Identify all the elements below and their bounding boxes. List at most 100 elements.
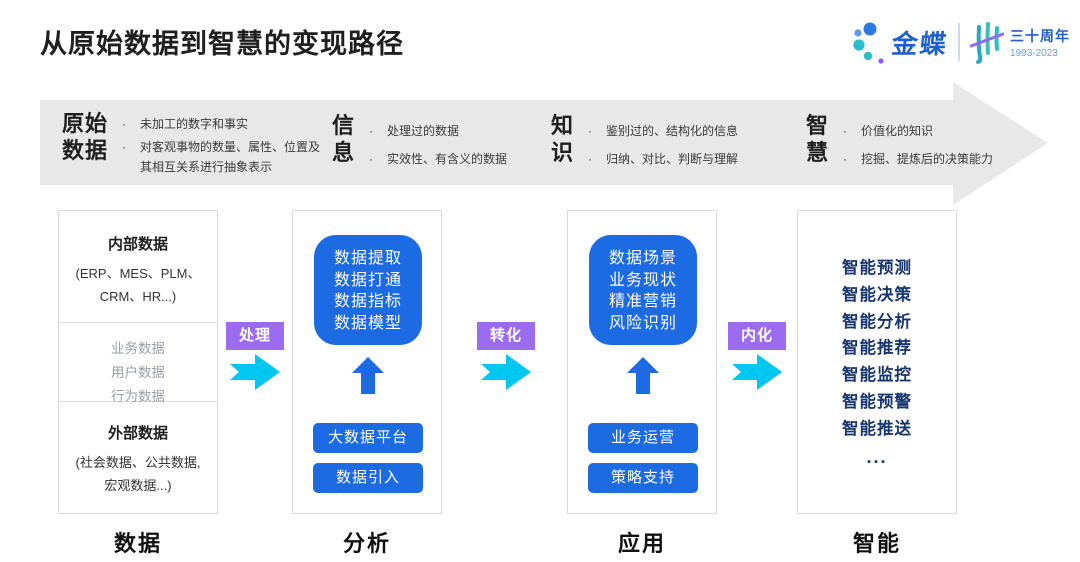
internal-data-line: CRM、HR...) (99, 289, 177, 304)
bullet-dot: · (122, 140, 127, 154)
application-column-box: 数据场景 业务现状 精准营销 风险识别 业务运营 策略支持 (567, 210, 717, 514)
right-arrow-icon (230, 354, 280, 390)
bullet-dot: · (588, 152, 593, 166)
stage-label-line2: 息 (332, 140, 356, 165)
stage-points: ·价值化的知识 ·挖掘、提炼后的决策能力 (843, 121, 1023, 172)
analysis-column-box: 数据提取 数据打通 数据指标 数据模型 大数据平台 数据引入 (292, 210, 442, 514)
stage-point: ·处理过的数据 (369, 121, 547, 141)
stage-point: ·未加工的数字和事实 (122, 114, 328, 134)
connector-label: 转化 (477, 322, 535, 350)
intelligence-item: 智能预警 (842, 392, 912, 411)
application-core-line: 数据场景 (608, 250, 677, 267)
analysis-core-line: 数据指标 (333, 293, 402, 310)
footer-label-intelligence: 智能 (852, 531, 901, 556)
application-core-line: 精准营销 (608, 293, 677, 310)
bullet-dot: · (369, 152, 374, 166)
connector-label: 内化 (728, 322, 786, 350)
stage-label-line1: 信 (332, 113, 356, 138)
analysis-core-line: 数据打通 (333, 271, 402, 289)
stage-label-line1: 知 (551, 113, 575, 138)
brand-name: 金蝶 (890, 28, 950, 59)
page-title: 从原始数据到智慧的变现路径 (40, 29, 404, 59)
stage-points: ·未加工的数字和事实 ·对客观事物的数量、属性、位置及其相互关系进行抽象表示 (122, 114, 328, 180)
intelligence-item: 智能分析 (842, 312, 912, 331)
application-core-line: 风险识别 (608, 314, 677, 332)
intelligence-item: 智能决策 (842, 285, 912, 304)
up-arrow-icon (352, 357, 384, 394)
intelligence-item: 智能预测 (842, 259, 912, 277)
banner-arrow-shape (40, 82, 1048, 205)
stage-point: ·鉴别过的、结构化的信息 (588, 121, 788, 141)
anniversary-years: 1993-2023 (1010, 47, 1058, 59)
kingdee-logo: 金蝶 三十周年 1993-2023 (850, 18, 1070, 66)
middle-data-item: 用户数据 (111, 365, 165, 380)
right-arrow-icon (481, 354, 531, 390)
external-data-line: (社会数据、公共数据, (75, 455, 201, 470)
stage-information: 信 息 ·处理过的数据 ·实效性、有含义的数据 (332, 112, 547, 172)
stage-point: ·价值化的知识 (843, 121, 1023, 141)
stage-label: 信 息 (332, 112, 355, 172)
analysis-core-box: 数据提取 数据打通 数据指标 数据模型 (314, 235, 422, 345)
internal-data-section: 内部数据 (ERP、MES、PLM、 CRM、HR...) (59, 211, 217, 323)
intelligence-list: 智能预测 智能决策 智能分析 智能推荐 智能监控 智能预警 智能推送 (798, 211, 956, 443)
bullet-dot: · (843, 152, 848, 166)
stage-point: ·归纳、对比、判断与理解 (588, 149, 788, 169)
stage-label-line2: 数据 (62, 138, 109, 163)
connector-transform: 转化 (477, 322, 535, 396)
stage-label: 知 识 (551, 112, 574, 172)
middle-data-item: 行为数据 (111, 389, 165, 404)
intelligence-column-box: 智能预测 智能决策 智能分析 智能推荐 智能监控 智能预警 智能推送 ... (797, 210, 957, 514)
bullet-dot: · (122, 117, 127, 131)
connector-label: 处理 (226, 322, 284, 350)
analysis-core-line: 数据提取 (333, 250, 402, 267)
intelligence-item: 智能监控 (842, 366, 912, 385)
data-import-label: 数据引入 (313, 463, 423, 493)
middle-data-item: 业务数据 (111, 341, 165, 356)
footer-label-analysis: 分析 (342, 531, 391, 556)
business-operation-label: 业务运营 (588, 423, 698, 453)
stage-label: 智 慧 (806, 112, 829, 172)
big-data-platform-label: 大数据平台 (313, 423, 423, 453)
bullet-dot: · (588, 124, 593, 138)
stage-label: 原始 数据 (62, 110, 108, 180)
strategy-support-label: 策略支持 (588, 463, 698, 493)
stage-wisdom: 智 慧 ·价值化的知识 ·挖掘、提炼后的决策能力 (806, 112, 1023, 172)
right-arrow-icon (732, 354, 782, 390)
anniversary-text: 三十周年 1993-2023 (1010, 26, 1070, 59)
stage-knowledge: 知 识 ·鉴别过的、结构化的信息 ·归纳、对比、判断与理解 (551, 112, 788, 172)
stage-point: ·对客观事物的数量、属性、位置及其相互关系进行抽象表示 (122, 137, 328, 177)
application-core-line: 业务现状 (608, 271, 677, 289)
analysis-core-line: 数据模型 (333, 314, 402, 332)
anniversary-label: 三十周年 (1010, 27, 1071, 44)
logo-divider (958, 23, 961, 61)
stage-label-line1: 智 (806, 113, 830, 138)
stage-points: ·鉴别过的、结构化的信息 ·归纳、对比、判断与理解 (588, 121, 788, 172)
connector-process: 处理 (226, 322, 284, 396)
stage-raw-data: 原始 数据 ·未加工的数字和事实 ·对客观事物的数量、属性、位置及其相互关系进行… (62, 110, 328, 180)
stage-points: ·处理过的数据 ·实效性、有含义的数据 (369, 121, 547, 172)
internal-data-line: (ERP、MES、PLM、 (75, 266, 201, 281)
connector-internalize: 内化 (728, 322, 786, 396)
intelligence-item: 智能推送 (842, 419, 912, 438)
footer-label-application: 应用 (617, 531, 666, 556)
kingdee-dots-icon (853, 22, 884, 64)
stage-label-line2: 识 (551, 140, 575, 165)
stage-label-line2: 慧 (806, 140, 830, 165)
bullet-dot: · (843, 124, 848, 138)
middle-data-section: 业务数据 用户数据 行为数据 (59, 323, 217, 404)
external-data-title: 外部数据 (107, 425, 168, 442)
stage-point: ·挖掘、提炼后的决策能力 (843, 149, 1023, 169)
intelligence-more: ... (866, 446, 888, 467)
intelligence-item: 智能推荐 (842, 339, 912, 358)
footer-label-data: 数据 (113, 531, 162, 556)
stage-label-line1: 原始 (62, 111, 109, 136)
data-column-box: 内部数据 (ERP、MES、PLM、 CRM、HR...) 业务数据 用户数据 … (58, 210, 218, 514)
bullet-dot: · (369, 124, 374, 138)
thirty-mark-icon (970, 22, 1005, 64)
external-data-line: 宏观数据...) (104, 478, 172, 493)
external-data-section: 外部数据 (社会数据、公共数据, 宏观数据...) (59, 402, 217, 497)
up-arrow-icon (627, 357, 659, 394)
internal-data-title: 内部数据 (107, 236, 168, 253)
stage-point: ·实效性、有含义的数据 (369, 149, 547, 169)
